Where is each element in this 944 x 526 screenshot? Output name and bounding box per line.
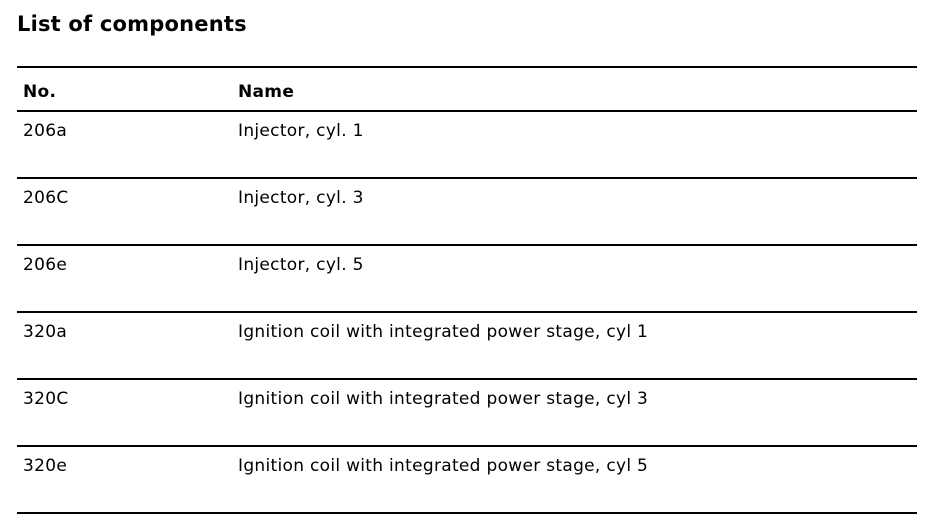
component-name: Injector, cyl. 3 <box>238 188 364 208</box>
component-name: Injector, cyl. 5 <box>238 255 364 275</box>
table-row: 206a Injector, cyl. 1 <box>17 112 917 179</box>
component-number: 320a <box>23 322 68 342</box>
component-name: Injector, cyl. 1 <box>238 121 364 141</box>
component-name: Ignition coil with integrated power stag… <box>238 456 649 476</box>
component-number: 206e <box>23 255 68 275</box>
table-row: 320C Ignition coil with integrated power… <box>17 380 917 447</box>
component-name: Ignition coil with integrated power stag… <box>238 389 649 409</box>
table-row: 206e Injector, cyl. 5 <box>17 246 917 313</box>
table-row: 206C Injector, cyl. 3 <box>17 179 917 246</box>
component-name: Ignition coil with integrated power stag… <box>238 322 649 342</box>
component-number: 320e <box>23 456 68 476</box>
components-table: No. Name 206a Injector, cyl. 1 206C Inje… <box>17 66 917 514</box>
table-header-row: No. Name <box>17 68 917 112</box>
component-number: 206a <box>23 121 68 141</box>
page-title: List of components <box>17 12 247 36</box>
table-row: 320a Ignition coil with integrated power… <box>17 313 917 380</box>
component-number: 206C <box>23 188 69 208</box>
column-header-name: Name <box>238 82 295 102</box>
table-row: 320e Ignition coil with integrated power… <box>17 447 917 514</box>
column-header-no: No. <box>23 82 57 102</box>
component-number: 320C <box>23 389 69 409</box>
